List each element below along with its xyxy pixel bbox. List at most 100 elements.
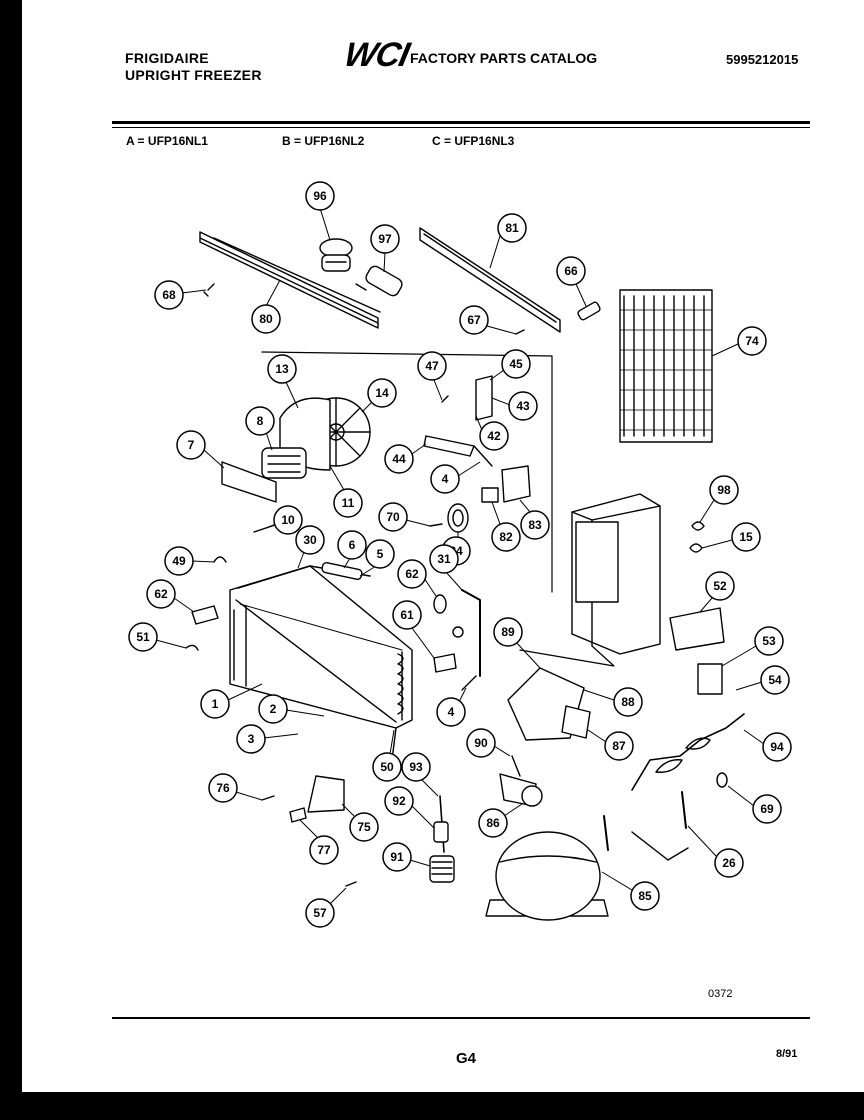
page-number: G4 — [456, 1050, 477, 1067]
callout-76: 76 — [208, 773, 263, 803]
callout-3: 3 — [236, 724, 299, 754]
callout-label: 86 — [486, 816, 500, 830]
callout-label: 94 — [770, 740, 784, 754]
callout-26: 26 — [687, 825, 744, 878]
callout-94: 94 — [743, 729, 792, 762]
catalog-title: FACTORY PARTS CATALOG — [410, 50, 598, 66]
callout-label: 14 — [375, 386, 389, 400]
motor-8 — [261, 447, 307, 479]
header-rule-thin — [112, 127, 810, 128]
callout-30: 30 — [295, 525, 325, 569]
callout-label: 89 — [501, 625, 515, 639]
callout-label: 5 — [377, 547, 384, 561]
rail-81 — [419, 227, 561, 333]
callout-label: 68 — [162, 288, 176, 302]
part-44 — [423, 435, 475, 457]
callout-96: 96 — [305, 181, 335, 241]
callout-label: 69 — [760, 802, 774, 816]
part-6 — [321, 561, 363, 581]
callout-label: 80 — [259, 312, 273, 326]
callout-51: 51 — [128, 622, 187, 652]
callout-label: 83 — [528, 518, 542, 532]
footer-rule — [112, 1017, 810, 1019]
callout-label: 97 — [378, 232, 392, 246]
part-61b — [452, 626, 464, 638]
callout-4-lower: 4 — [436, 687, 467, 727]
part-82 — [481, 487, 499, 503]
callout-5: 5 — [359, 539, 395, 577]
callout-label: 4 — [448, 705, 455, 719]
part-91 — [429, 855, 455, 883]
bracket-7 — [221, 461, 277, 503]
callout-label: 1 — [212, 697, 219, 711]
callout-label: 51 — [136, 630, 150, 644]
callout-90: 90 — [466, 728, 511, 758]
callout-70: 70 — [378, 502, 431, 532]
compressor-85 — [485, 815, 609, 921]
callout-2: 2 — [258, 694, 325, 724]
header-rule-thick — [112, 121, 810, 124]
callout-52: 52 — [699, 571, 735, 613]
callout-label: 2 — [270, 702, 277, 716]
callout-85: 85 — [601, 871, 660, 911]
callout-86: 86 — [478, 803, 523, 838]
callout-label: 62 — [154, 587, 168, 601]
part-61 — [433, 653, 457, 673]
callout-83: 83 — [519, 499, 550, 540]
callout-69: 69 — [727, 785, 782, 824]
catalog-number: 5995212015 — [726, 52, 799, 67]
part-97 — [355, 265, 403, 297]
callout-68: 68 — [154, 280, 207, 310]
callout-label: 11 — [342, 496, 355, 510]
part-69 — [716, 772, 728, 788]
relay-52 — [669, 607, 725, 651]
callout-label: 70 — [386, 510, 400, 524]
callout-81: 81 — [489, 213, 527, 269]
callout-45: 45 — [489, 349, 531, 381]
callout-label: 77 — [317, 843, 331, 857]
callout-label: 13 — [275, 362, 289, 376]
revision-date: 8/91 — [776, 1048, 798, 1060]
callout-97: 97 — [370, 224, 400, 273]
callout-10: 10 — [265, 505, 303, 535]
callout-11: 11 — [329, 465, 363, 518]
model-c: C = UFP16NL3 — [432, 134, 515, 148]
callout-label: 45 — [509, 357, 523, 371]
callout-label: 76 — [216, 781, 230, 795]
tube-4b — [461, 675, 477, 691]
callout-label: 85 — [638, 889, 652, 903]
callout-91: 91 — [382, 842, 431, 872]
part-62b — [433, 594, 447, 614]
part-66 — [577, 301, 601, 321]
callout-62-left: 62 — [146, 579, 195, 613]
callout-13: 13 — [267, 354, 299, 409]
callout-label: 88 — [621, 695, 635, 709]
screw-57 — [345, 881, 357, 887]
part-53 — [697, 663, 723, 695]
duct-83 — [501, 465, 531, 503]
callout-74: 74 — [711, 326, 767, 357]
callout-label: 82 — [499, 530, 513, 544]
callout-8: 8 — [245, 406, 275, 451]
part-62 — [191, 605, 219, 625]
callouts: 96 97 81 68 80 66 67 74 47 45 43 42 13 1… — [128, 181, 792, 928]
callout-label: 91 — [390, 850, 404, 864]
callout-92: 92 — [384, 786, 435, 829]
screw-47 — [441, 395, 449, 403]
callout-label: 52 — [713, 579, 727, 593]
callout-54: 54 — [735, 665, 790, 695]
control-housing — [571, 493, 661, 655]
bracket-43 — [475, 375, 493, 421]
callout-label: 50 — [380, 760, 394, 774]
callout-label: 7 — [188, 438, 195, 452]
callout-label: 87 — [612, 739, 626, 753]
callout-label: 26 — [722, 856, 736, 870]
callout-88: 88 — [583, 687, 643, 717]
brand-name: FRIGIDAIRE — [125, 50, 209, 66]
scan-border-left — [0, 0, 22, 1120]
callout-label: 4 — [442, 472, 449, 486]
callout-75: 75 — [341, 803, 379, 842]
callout-label: 8 — [257, 414, 264, 428]
callout-43: 43 — [491, 391, 538, 421]
